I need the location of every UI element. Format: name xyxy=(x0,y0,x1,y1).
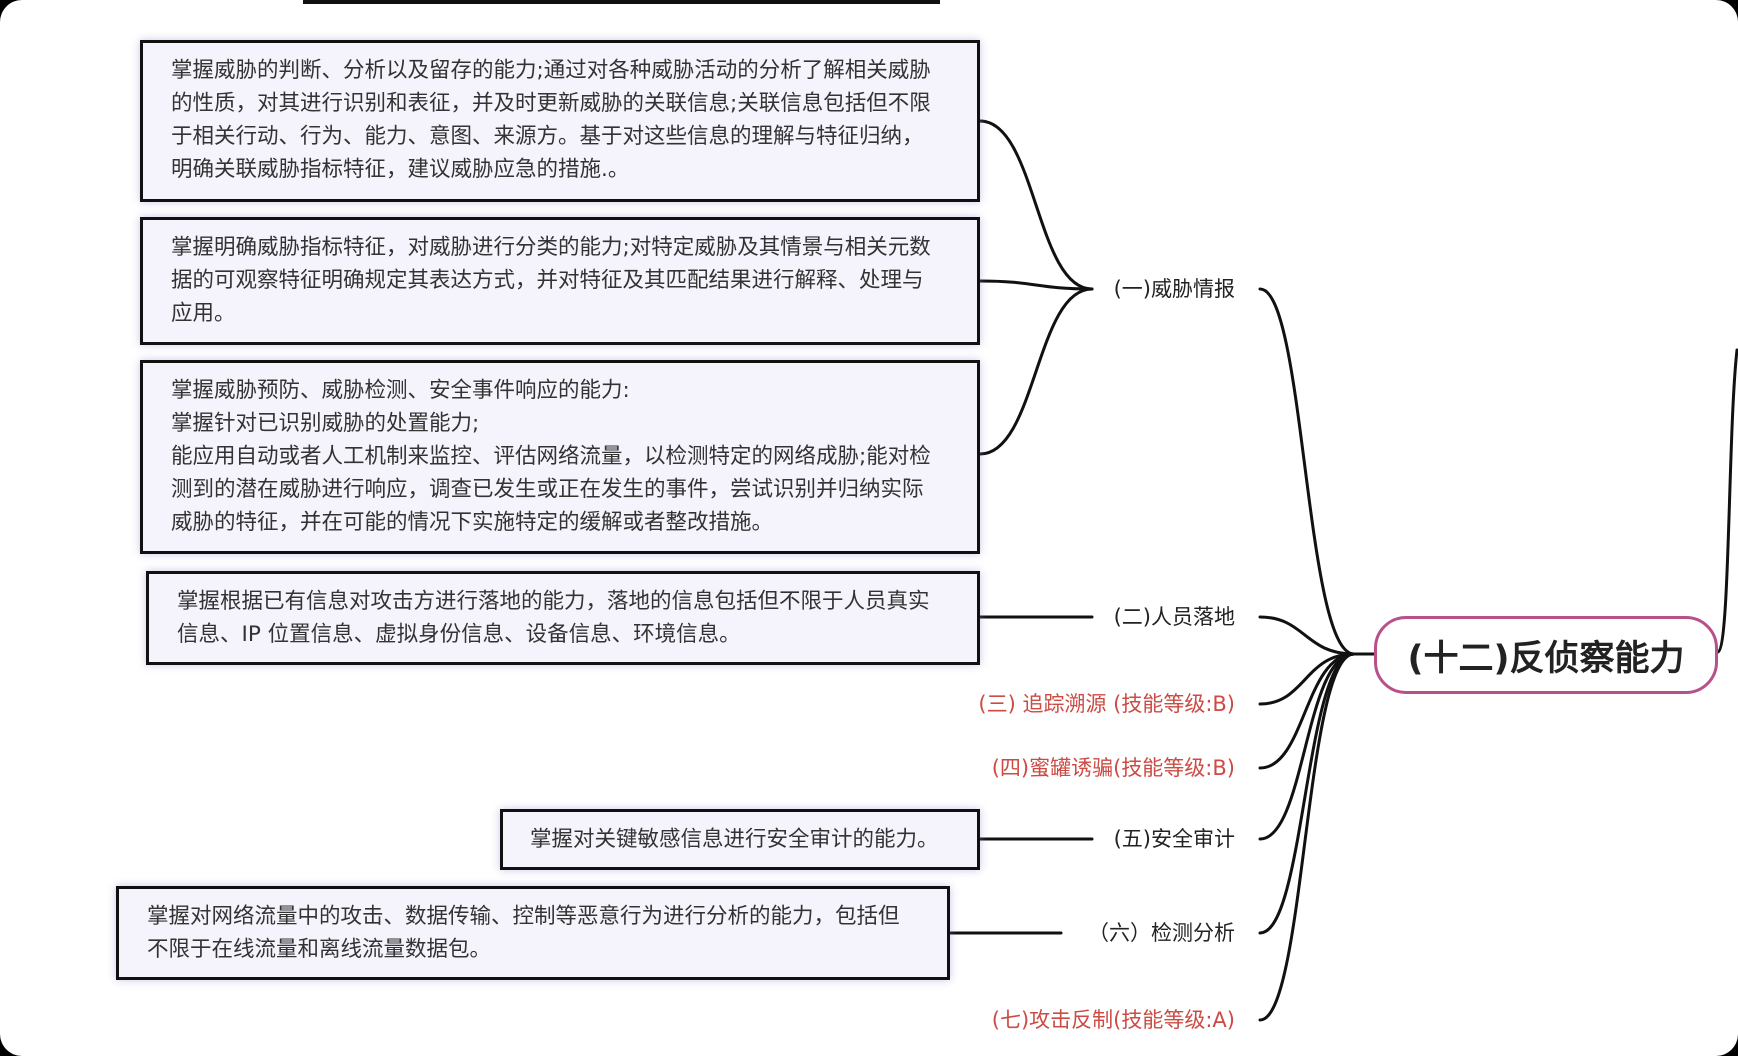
detail-text-line: 明确关联威胁指标特征，建议威胁应急的措施.。 xyxy=(171,157,630,182)
detail-text-line: 于相关行动、行为、能力、意图、来源方。基于对这些信息的理解与特征归纳， xyxy=(171,124,924,149)
connector-branch-1-to-detail-2 xyxy=(978,279,1094,291)
branch-label-honeypot[interactable]: (四)蜜罐诱骗(技能等级:B) xyxy=(991,756,1235,780)
branch-label-detection-analysis[interactable]: （六）检测分析 xyxy=(1088,921,1235,945)
detail-text-line: 应用。 xyxy=(171,301,236,326)
root-topic[interactable]: (十二)反侦察能力 xyxy=(1374,616,1718,694)
connector-root-to-branch-7 xyxy=(1258,652,1356,1022)
detail-text-line: 据的可观察特征明确规定其表达方式，并对特征及其匹配结果进行解释、处理与 xyxy=(171,268,924,293)
connector-root-to-branch-2 xyxy=(1258,615,1356,656)
detail-text-line: 掌握对关键敏感信息进行安全审计的能力。 xyxy=(530,827,939,852)
connector-branch-1-to-detail-1 xyxy=(978,119,1094,291)
detail-box-threat-intel-2[interactable]: 掌握明确威胁指标特征，对威胁进行分类的能力;对特定威胁及其情景与相关元数 据的可… xyxy=(140,217,980,345)
branch-label-attribution[interactable]: (二)人员落地 xyxy=(1113,605,1235,629)
connector-group xyxy=(303,0,1738,1022)
parent-node-edge xyxy=(303,0,940,4)
detail-text-line: 掌握针对已识别威胁的处置能力; xyxy=(171,411,480,436)
branch-label-threat-intel[interactable]: (一)威胁情报 xyxy=(1113,277,1235,301)
detail-box-security-audit[interactable]: 掌握对关键敏感信息进行安全审计的能力。 xyxy=(500,809,980,870)
connector-root-to-branch-4 xyxy=(1258,652,1356,770)
detail-text-line: 测到的潜在威胁进行响应，调查已发生或正在发生的事件，尝试识别并归纳实际 xyxy=(171,477,924,502)
detail-box-threat-intel-1[interactable]: 掌握威胁的判断、分析以及留存的能力;通过对各种威胁活动的分析了解相关威胁 的性质… xyxy=(140,40,980,202)
detail-text-line: 能应用自动或者人工机制来监控、评估网络流量，以检测特定的网络成胁;能对检 xyxy=(171,444,931,469)
detail-text-line: 掌握对网络流量中的攻击、数据传输、控制等恶意行为进行分析的能力，包括但 xyxy=(147,904,900,929)
branch-label-traceback[interactable]: (三) 追踪溯源 (技能等级:B) xyxy=(978,692,1235,716)
connector-root-to-branch-5 xyxy=(1258,652,1356,841)
detail-box-threat-intel-3[interactable]: 掌握威胁预防、威胁检测、安全事件响应的能力: 掌握针对已识别威胁的处置能力; 能… xyxy=(140,360,980,554)
connector-root-to-parent xyxy=(1716,348,1738,654)
detail-text-line: 掌握威胁预防、威胁检测、安全事件响应的能力: xyxy=(171,378,630,403)
connector-branch-1-to-detail-3 xyxy=(978,287,1094,456)
detail-box-detection-analysis[interactable]: 掌握对网络流量中的攻击、数据传输、控制等恶意行为进行分析的能力，包括但 不限于在… xyxy=(116,886,950,980)
detail-text-line: 信息、IP 位置信息、虚拟身份信息、设备信息、环境信息。 xyxy=(177,622,741,647)
detail-box-attribution[interactable]: 掌握根据已有信息对攻击方进行落地的能力，落地的信息包括但不限于人员真实 信息、I… xyxy=(146,571,980,665)
branch-label-counterattack[interactable]: (七)攻击反制(技能等级:A) xyxy=(991,1008,1235,1032)
detail-text-line: 威胁的特征，并在可能的情况下实施特定的缓解或者整改措施。 xyxy=(171,510,774,535)
detail-text-line: 的性质，对其进行识别和表征，并及时更新威胁的关联信息;关联信息包括但不限 xyxy=(171,91,931,116)
connector-root-to-branch-3 xyxy=(1258,652,1356,706)
branch-label-security-audit[interactable]: (五)安全审计 xyxy=(1113,827,1235,851)
detail-text-line: 掌握明确威胁指标特征，对威胁进行分类的能力;对特定威胁及其情景与相关元数 xyxy=(171,235,931,260)
detail-text-line: 掌握根据已有信息对攻击方进行落地的能力，落地的信息包括但不限于人员真实 xyxy=(177,589,930,614)
connector-root-to-branch-1 xyxy=(1258,287,1356,656)
root-topic-label: (十二)反侦察能力 xyxy=(1407,638,1685,679)
detail-text-line: 不限于在线流量和离线流量数据包。 xyxy=(147,937,492,962)
connector-root-to-branch-6 xyxy=(1258,652,1356,935)
detail-text-line: 掌握威胁的判断、分析以及留存的能力;通过对各种威胁活动的分析了解相关威胁 xyxy=(171,58,931,83)
